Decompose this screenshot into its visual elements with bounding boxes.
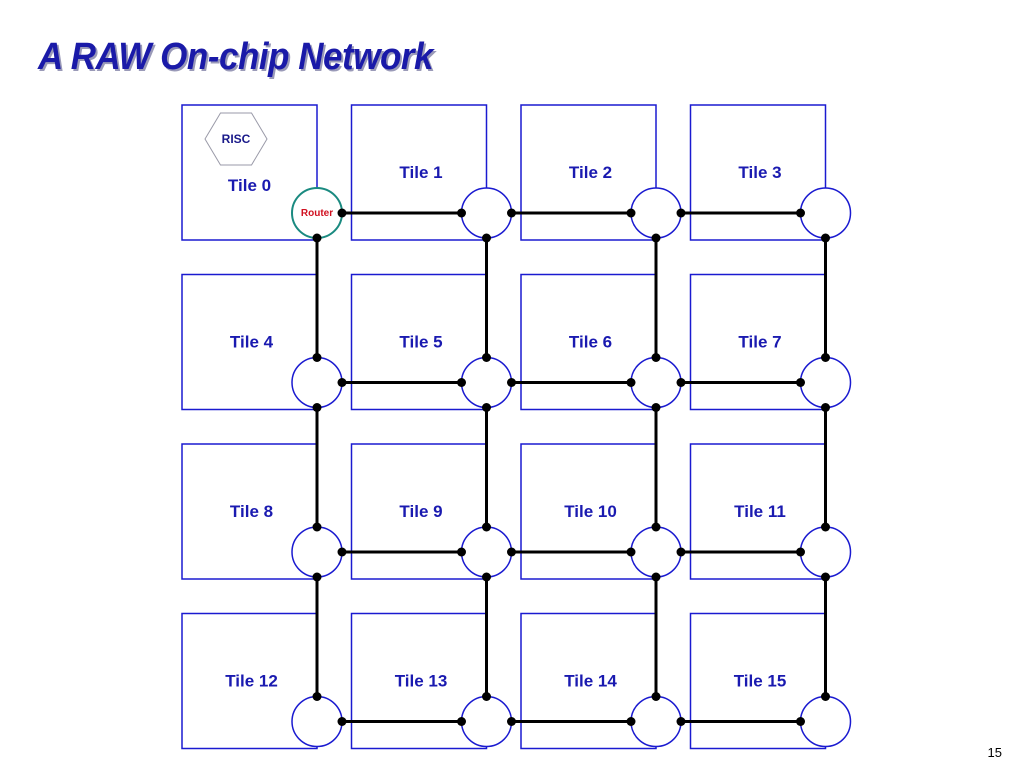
tile-label-8: Tile 8 [230,502,273,521]
port-dot [482,403,491,412]
risc-label: RISC [222,132,251,146]
tile-label-13: Tile 13 [395,672,448,691]
port-dot [676,208,686,218]
tile-label-11: Tile 11 [734,502,786,521]
port-dot [312,522,322,532]
port-dot [482,522,491,532]
port-dot [626,717,636,726]
router-9 [460,526,513,578]
ports-layer [312,208,830,726]
slide-title: A RAW On-chip Network [38,36,433,78]
router-2 [630,187,682,239]
tile-label-2: Tile 2 [569,163,612,182]
port-dot [482,233,491,243]
router-15 [799,695,852,748]
tile-label-6: Tile 6 [569,333,612,352]
page-number: 15 [987,745,1002,760]
links-layer [315,211,827,723]
tile-label-7: Tile 7 [738,333,781,352]
labels-layer: Tile 0 Tile 1 Tile 2 Tile 3 Tile 4 Tile 5 Tile… [204,112,787,691]
port-dot [312,353,322,362]
port-dot [482,353,491,362]
tiles-layer [181,104,827,750]
tile-label-9: Tile 9 [399,502,442,521]
router-4 [291,356,343,409]
port-dot [821,692,830,701]
router-1 [460,187,513,239]
port-dot [337,378,347,387]
port-dot [337,208,347,218]
port-dot [626,208,636,218]
port-dot [676,717,686,726]
port-dot [312,572,322,582]
port-dot [337,547,347,557]
port-dot [507,717,516,726]
router-3 [799,187,852,239]
tile-label-14: Tile 14 [564,672,617,691]
port-dot [821,403,830,412]
port-dot [626,378,636,387]
port-dot [796,378,805,387]
router-12 [291,695,343,748]
port-dot [457,378,466,387]
tile-label-3: Tile 3 [738,163,781,182]
port-dot [312,692,322,701]
tile-label-0: Tile 0 [228,176,271,195]
port-dot [507,378,516,387]
tile-label-15: Tile 15 [734,672,787,691]
port-dot [457,547,466,557]
router-13 [460,695,513,748]
port-dot [821,233,830,243]
port-dot [337,717,347,726]
port-dot [676,378,686,387]
port-dot [507,547,516,557]
port-dot [651,403,661,412]
port-dot [651,233,661,243]
tile-8 [181,443,318,580]
port-dot [651,353,661,362]
port-dot [796,717,805,726]
risc-core [204,112,268,166]
port-dot [821,522,830,532]
router-14 [630,695,682,748]
tile-label-1: Tile 1 [399,163,442,182]
router-label: Router [301,208,333,219]
port-dot [651,522,661,532]
port-dot [821,353,830,362]
port-dot [651,572,661,582]
router-11 [799,526,852,578]
router-10 [630,526,682,578]
port-dot [796,208,805,218]
tile-label-12: Tile 12 [225,672,278,691]
router-6 [630,356,682,409]
port-dot [312,233,322,243]
tile-label-10: Tile 10 [564,502,617,521]
port-dot [457,208,466,218]
router-5 [460,356,513,409]
port-dot [796,547,805,557]
port-dot [821,572,830,582]
port-dot [626,547,636,557]
port-dot [651,692,661,701]
port-dot [312,403,322,412]
router-8 [291,526,343,578]
port-dot [457,717,466,726]
router-7 [799,356,852,409]
tile-label-4: Tile 4 [230,333,274,352]
port-dot [482,692,491,701]
port-dot [676,547,686,557]
tile-label-5: Tile 5 [399,333,442,352]
port-dot [507,208,516,218]
port-dot [482,572,491,582]
